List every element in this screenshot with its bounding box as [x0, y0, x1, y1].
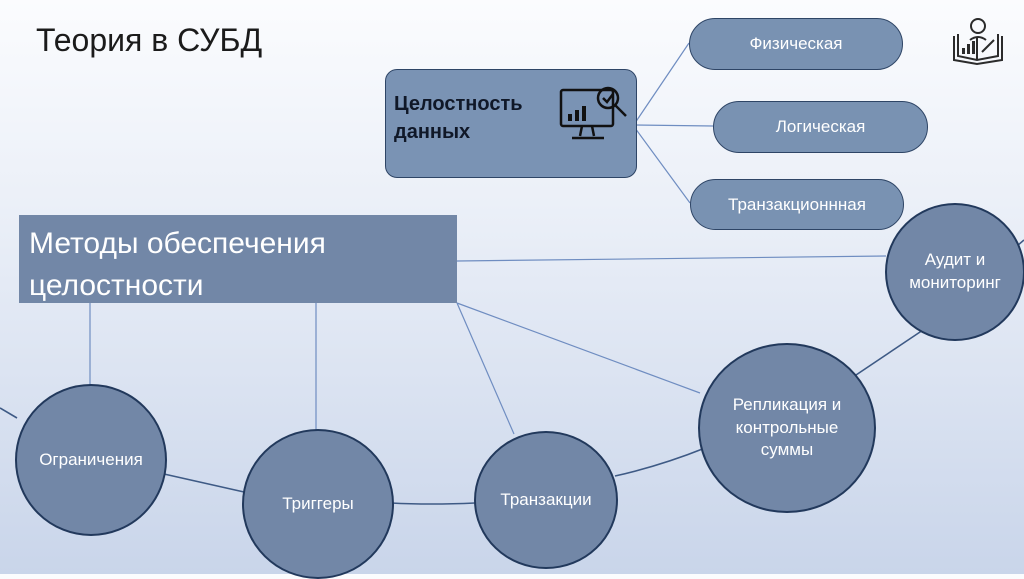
- link-methods-audit: [456, 255, 887, 262]
- method-replication: Репликация и контрольные суммы: [698, 343, 876, 513]
- method-triggers: Триггеры: [242, 429, 394, 579]
- link-integrity-transactional: [634, 127, 691, 204]
- chain-constraints-triggers: [163, 473, 245, 493]
- integrity-label: Целостность данных: [394, 93, 523, 143]
- link-integrity-logical: [634, 124, 714, 127]
- link-methods-transactions: [456, 302, 515, 435]
- method-audit-label: Аудит и мониторинг: [909, 250, 1001, 292]
- slide-title: Теория в СУБД: [36, 22, 263, 58]
- methods-label: Методы обеспечения целостности: [29, 227, 326, 302]
- method-triggers-label: Триггеры: [282, 493, 354, 513]
- method-constraints: Ограничения: [15, 384, 167, 536]
- link-integrity-physical: [634, 42, 690, 124]
- method-audit: Аудит и мониторинг: [885, 203, 1024, 341]
- integrity-node: Целостность данных: [385, 69, 637, 178]
- method-transactions-label: Транзакции: [500, 489, 592, 509]
- chain-transactions-replication: [614, 447, 706, 477]
- method-constraints-label: Ограничения: [39, 449, 143, 469]
- chain-left-edge: [0, 407, 18, 419]
- method-transactions: Транзакции: [474, 431, 618, 569]
- chain-triggers-transactions: [390, 502, 476, 505]
- methods-node: Методы обеспечения целостности: [19, 215, 457, 303]
- integrity-type-logical: Логическая: [713, 101, 928, 153]
- monitor-chart-magnifier-icon: [559, 86, 627, 140]
- integrity-type-transactional: Транзакционнная: [690, 179, 904, 230]
- link-methods-replication: [456, 302, 701, 394]
- integrity-type-physical: Физическая: [689, 18, 903, 70]
- method-replication-label: Репликация и контрольные суммы: [732, 394, 842, 460]
- chain-replication-audit: [855, 327, 927, 376]
- book-chart-reader-icon: [953, 18, 1003, 66]
